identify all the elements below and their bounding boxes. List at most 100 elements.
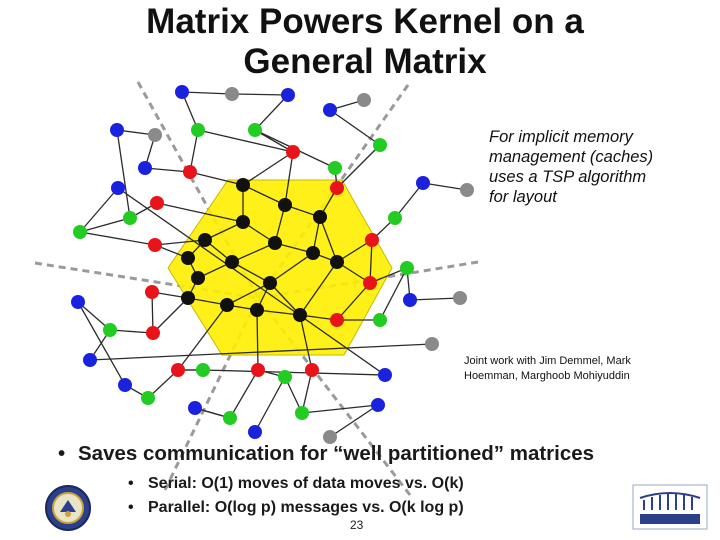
graph-edge (256, 309, 259, 371)
black-node (181, 251, 195, 265)
blue-node (188, 401, 202, 415)
red-node (330, 181, 344, 195)
green-node (373, 313, 387, 327)
bullet-icon: • (128, 475, 134, 492)
graph-edge (156, 202, 244, 223)
note-line: for layout (489, 188, 557, 206)
layout-note: For implicit memory management (caches) … (489, 127, 714, 207)
blue-node (175, 85, 189, 99)
green-node (123, 211, 137, 225)
black-node (181, 291, 195, 305)
green-node (103, 323, 117, 337)
main-bullet: • Saves communication for “well partition… (58, 442, 594, 466)
green-node (278, 370, 292, 384)
green-node (73, 225, 87, 239)
graph-edge (301, 404, 379, 414)
blue-node (118, 378, 132, 392)
graph-edge (409, 297, 461, 301)
red-node (183, 165, 197, 179)
graph-edge (336, 282, 371, 321)
graph-edge (319, 216, 338, 263)
red-node (148, 238, 162, 252)
bullet-icon: • (128, 499, 134, 516)
graph-edge (379, 267, 408, 321)
blue-node (378, 368, 392, 382)
graph-edge (197, 129, 294, 153)
main-bullet-text: Saves communication for “well partitione… (78, 442, 595, 465)
graph-edge (329, 109, 381, 146)
graph-edge (299, 314, 313, 371)
gray-node (453, 291, 467, 305)
black-node (198, 233, 212, 247)
black-node (191, 271, 205, 285)
graph-edge (422, 182, 468, 191)
graph-edge (231, 93, 289, 96)
slide-title: Matrix Powers Kernel on a General Matrix (0, 2, 720, 82)
graph-edge (229, 369, 259, 419)
blue-node (138, 161, 152, 175)
graph-edge (301, 369, 313, 414)
black-node (220, 298, 234, 312)
red-node (305, 363, 319, 377)
red-node (251, 363, 265, 377)
black-node (278, 198, 292, 212)
bullet-icon: • (58, 442, 66, 465)
blue-node (403, 293, 417, 307)
graph-edge (242, 184, 286, 206)
gray-node (425, 337, 439, 351)
green-node (328, 161, 342, 175)
gray-node (460, 183, 474, 197)
green-node (223, 411, 237, 425)
graph-edge (79, 231, 156, 246)
graph-edge (242, 151, 294, 186)
graph-edge (254, 376, 286, 433)
graph-edge (299, 261, 338, 316)
graph-edge (152, 297, 189, 334)
green-node (196, 363, 210, 377)
graph-edge (109, 329, 154, 334)
black-node (268, 236, 282, 250)
blue-node (281, 88, 295, 102)
red-node (146, 326, 160, 340)
graph-edge (284, 151, 294, 206)
black-node (330, 255, 344, 269)
black-node (313, 210, 327, 224)
red-node (330, 313, 344, 327)
graph-edge (329, 404, 379, 438)
credit-line: Hoemman, Marghoob Mohiyuddin (464, 370, 630, 382)
black-node (293, 308, 307, 322)
blue-node (83, 353, 97, 367)
note-line: uses a TSP algorithm (489, 168, 647, 186)
green-node (388, 211, 402, 225)
red-node (363, 276, 377, 290)
graph-edge (202, 369, 386, 376)
graph-edge (394, 182, 424, 219)
blue-node (248, 425, 262, 439)
black-node (236, 215, 250, 229)
graph-edge (79, 187, 119, 233)
red-node (150, 196, 164, 210)
green-node (400, 261, 414, 275)
sub-bullet-text: Parallel: O(log p) messages vs. O(k log … (148, 499, 464, 516)
graph-nodes (71, 85, 474, 444)
graph-edge (117, 187, 386, 376)
graph-edge (204, 221, 244, 241)
gray-node (225, 87, 239, 101)
graph-edge (269, 252, 314, 284)
black-node (225, 255, 239, 269)
green-node (191, 123, 205, 137)
green-node (295, 406, 309, 420)
uc-berkeley-seal-icon (45, 485, 91, 531)
graph-edge (336, 144, 381, 189)
red-node (145, 285, 159, 299)
graph-edge (256, 309, 301, 316)
note-line: For implicit memory (489, 128, 633, 146)
graph-edge (369, 239, 373, 284)
graph-edge (79, 217, 131, 233)
credit-note: Joint work with Jim Demmel, Mark Hoemman… (464, 354, 714, 384)
sub-bullet-text: Serial: O(1) moves of data moves vs. O(k… (148, 475, 464, 492)
graph-edge (189, 171, 244, 186)
green-node (141, 391, 155, 405)
graph-edge (89, 343, 433, 361)
